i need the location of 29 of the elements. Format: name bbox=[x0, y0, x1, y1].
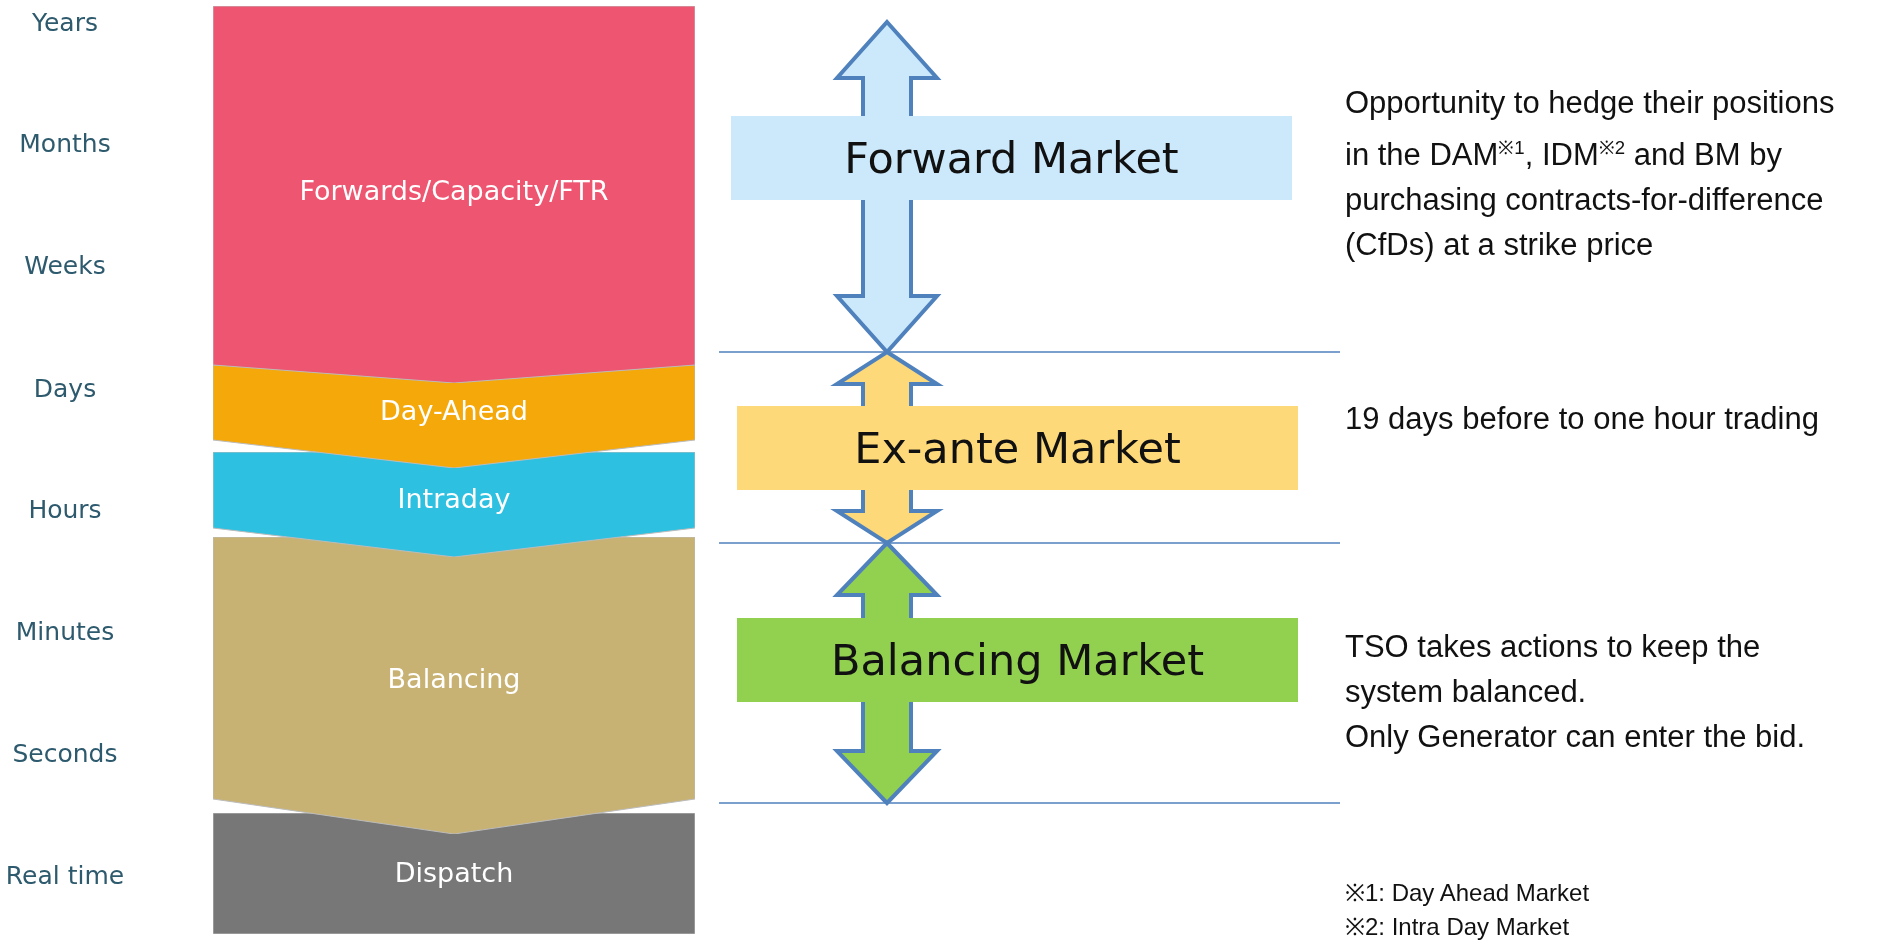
band-label: Balancing bbox=[386, 663, 522, 695]
time-label: Real time bbox=[4, 861, 126, 890]
footnote: ※2: Intra Day Market bbox=[1345, 912, 1570, 942]
description-text: Only Generator can enter the bid. bbox=[1345, 718, 1807, 756]
chevron-band bbox=[213, 537, 695, 834]
description-text: TSO takes actions to keep the system balanced. bbox=[1345, 628, 1762, 711]
time-label: Days bbox=[32, 374, 98, 403]
band-label: Day-Ahead bbox=[379, 395, 529, 427]
footnote: ※1: Day Ahead Market bbox=[1345, 878, 1590, 908]
market-title: Balancing Market bbox=[831, 635, 1204, 685]
time-label: Weeks bbox=[23, 251, 107, 280]
market-box bbox=[731, 116, 1292, 200]
band-label: Forwards/Capacity/FTR bbox=[298, 174, 610, 206]
market-box bbox=[737, 406, 1298, 490]
time-label: Years bbox=[31, 8, 99, 37]
time-label: Seconds bbox=[11, 739, 119, 768]
chevron-band bbox=[213, 6, 695, 383]
market-box bbox=[737, 618, 1298, 702]
description-text: Opportunity to hedge their positions in the DAM$^{※1}$, IDM$^{※2}$ and BM by purchasing contracts-for-difference (CfDs) at a strike price bbox=[1345, 84, 1836, 265]
band-label: Intraday bbox=[396, 483, 512, 515]
band-label: Dispatch bbox=[393, 856, 515, 888]
time-label: Hours bbox=[27, 495, 103, 524]
market-title: Forward Market bbox=[844, 133, 1179, 183]
time-band bbox=[213, 813, 695, 934]
market-title: Ex-ante Market bbox=[854, 423, 1181, 473]
time-label: Minutes bbox=[14, 617, 116, 646]
description-text: 19 days before to one hour trading bbox=[1345, 400, 1820, 438]
time-label: Months bbox=[18, 129, 112, 158]
chevron-band bbox=[213, 452, 695, 557]
